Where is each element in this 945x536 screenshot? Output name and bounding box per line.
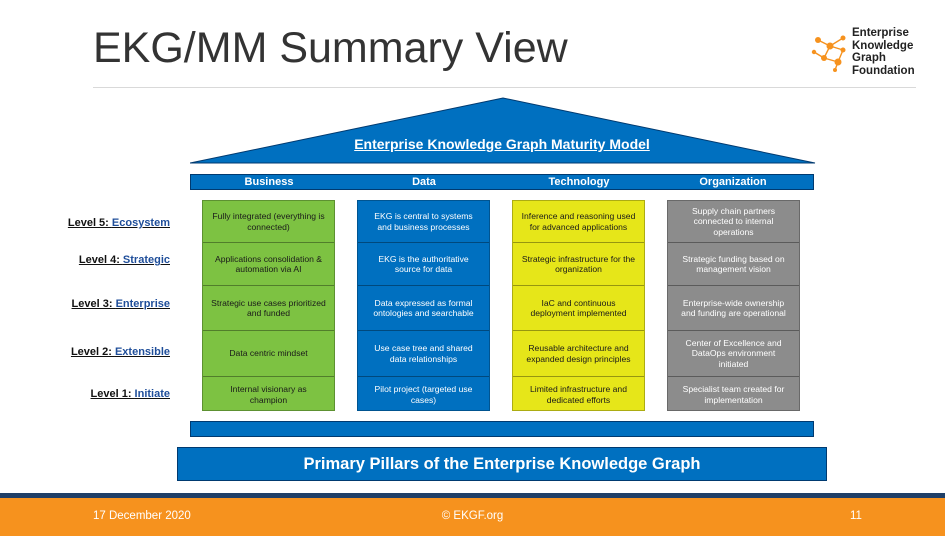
footer-bar [0, 498, 945, 536]
title-divider [93, 87, 916, 88]
footer-accent-line [0, 493, 945, 498]
base-bar [190, 421, 814, 437]
level-label-4: Level 4: Strategic [78, 254, 170, 266]
data-level-5: EKG is central to systems and business p… [358, 201, 489, 243]
column-header-organization: Organization [699, 176, 767, 188]
pillar-technology: Inference and reasoning used for advance… [512, 200, 645, 411]
column-header-bar [190, 174, 814, 190]
column-header-technology: Technology [548, 176, 610, 188]
technology-level-1: Limited infrastructure and dedicated eff… [530, 384, 627, 405]
business-level-5: Fully integrated (everything is connecte… [203, 201, 334, 243]
column-header-business: Business [244, 176, 294, 188]
level-label-5: Level 5: Ecosystem [67, 217, 170, 229]
technology-level-5: Inference and reasoning used for advance… [513, 201, 644, 243]
organization-level-2: Center of Excellence and DataOps environ… [668, 331, 799, 377]
business-level-2: Data centric mindset [203, 331, 334, 377]
level-label-2: Level 2: Extensible [70, 346, 170, 358]
pillars-banner: Primary Pillars of the Enterprise Knowle… [177, 447, 827, 481]
organization-level-5: Supply chain partners connected to inter… [668, 201, 799, 243]
level-label-3: Level 3: Enterprise [71, 298, 170, 310]
pillar-organization: Supply chain partners connected to inter… [667, 200, 800, 411]
business-level-4: Applications consolidation & automation … [203, 243, 334, 286]
business-level-3: Strategic use cases prioritized and fund… [203, 286, 334, 331]
footer-date: 17 December 2020 [93, 510, 191, 522]
data-level-2: Use case tree and shared data relationsh… [358, 331, 489, 377]
organization-level-4: Strategic funding based on management vi… [668, 243, 799, 286]
logo-wordmark: Enterprise Knowledge Graph Foundation [852, 27, 915, 77]
technology-level-4: Strategic infrastructure for the organiz… [513, 243, 644, 286]
business-level-1: Internal visionary as champion [230, 384, 307, 405]
organization-level-1: Specialist team created for implementati… [682, 384, 785, 405]
roof-title: Enterprise Knowledge Graph Maturity Mode… [354, 136, 650, 152]
column-header-data: Data [412, 176, 436, 188]
slide-title: EKG/MM Summary View [93, 24, 568, 72]
footer-page-number: 11 [850, 510, 862, 522]
technology-level-3: IaC and continuous deployment implemente… [513, 286, 644, 331]
organization-level-3: Enterprise-wide ownership and funding ar… [668, 286, 799, 331]
pillar-data: EKG is central to systems and business p… [357, 200, 490, 411]
data-level-4: EKG is the authoritative source for data [358, 243, 489, 286]
data-level-3: Data expressed as formal ontologies and … [358, 286, 489, 331]
pillar-business: Fully integrated (everything is connecte… [202, 200, 335, 411]
level-label-1: Level 1: Initiate [90, 388, 170, 400]
data-level-1: Pilot project (targeted use cases) [374, 384, 473, 405]
network-dots-icon [811, 35, 846, 72]
roof-pediment [190, 97, 816, 164]
footer-copyright: © EKGF.org [441, 510, 504, 522]
technology-level-2: Reusable architecture and expanded desig… [513, 331, 644, 377]
